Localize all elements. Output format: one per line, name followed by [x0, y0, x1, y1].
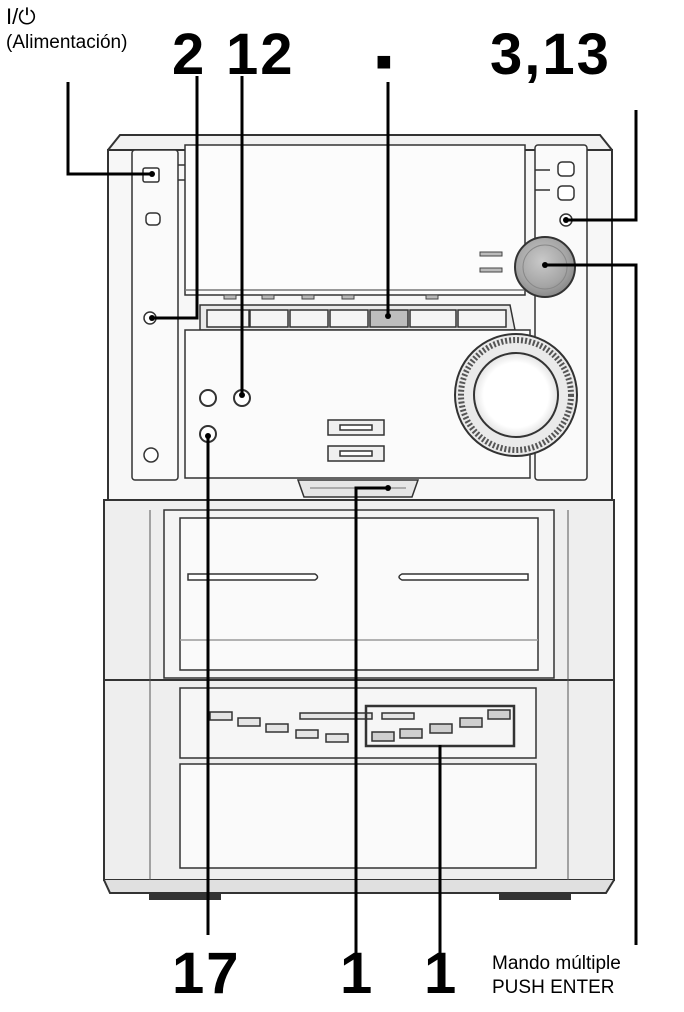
- cassette-deck: [163, 509, 555, 679]
- leader-lines: [66, 76, 638, 955]
- callout-1-buttons: 1: [424, 941, 459, 1006]
- power-symbol-label: I/⏻: [6, 4, 36, 29]
- right-column-buttons: [557, 161, 575, 227]
- callout-3-13: 3,13: [490, 22, 611, 87]
- knob-label-line1: Mando múltiple: [492, 953, 621, 974]
- leader-dots: [149, 171, 569, 491]
- left-side-panel: [131, 149, 185, 481]
- callout-12: 12: [226, 22, 295, 87]
- knob-label-line2: PUSH ENTER: [492, 977, 615, 998]
- stop-symbol-label: ■: [376, 46, 392, 76]
- display-window: [184, 144, 526, 296]
- lower-button-panel: [179, 687, 537, 869]
- callout-2: 2: [172, 22, 207, 87]
- volume-dial: [454, 333, 578, 457]
- cabinet-side-lines: [149, 510, 569, 880]
- callout-17: 17: [172, 941, 241, 1006]
- callout-1-open: 1: [340, 941, 375, 1006]
- indicator-marks: [223, 251, 503, 300]
- power-text-label: (Alimentación): [6, 32, 128, 53]
- center-small-buttons: [327, 419, 385, 462]
